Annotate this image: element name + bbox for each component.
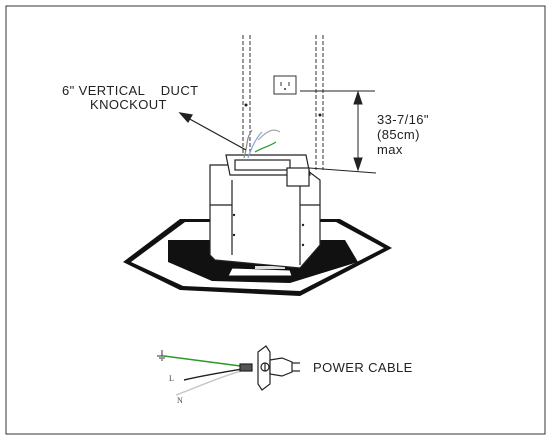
outlet-icon (273, 75, 297, 95)
power-cable-wires (163, 355, 249, 396)
duct-knockout-label-line2: KNOCKOUT (90, 97, 167, 112)
neutral-wire-label: N (177, 396, 183, 405)
live-wire-label: L (169, 374, 174, 383)
height-label-line1: 33-7/16" (377, 112, 429, 127)
hood-motor-body (209, 154, 321, 269)
diagram-frame (5, 5, 546, 435)
hood-supply-wires (243, 129, 281, 159)
height-label-line2: (85cm) (377, 127, 420, 142)
height-label-line3: max (377, 142, 403, 157)
ground-symbol-icon (157, 350, 167, 361)
power-plug-icon (239, 345, 300, 391)
power-cable-label: POWER CABLE (313, 360, 413, 375)
duct-knockout-arrow (178, 112, 247, 151)
height-dimension-arrow (295, 90, 377, 174)
duct-knockout-label-line1: 6" VERTICAL DUCT (62, 83, 199, 98)
chimney-duct-covers (242, 35, 324, 170)
